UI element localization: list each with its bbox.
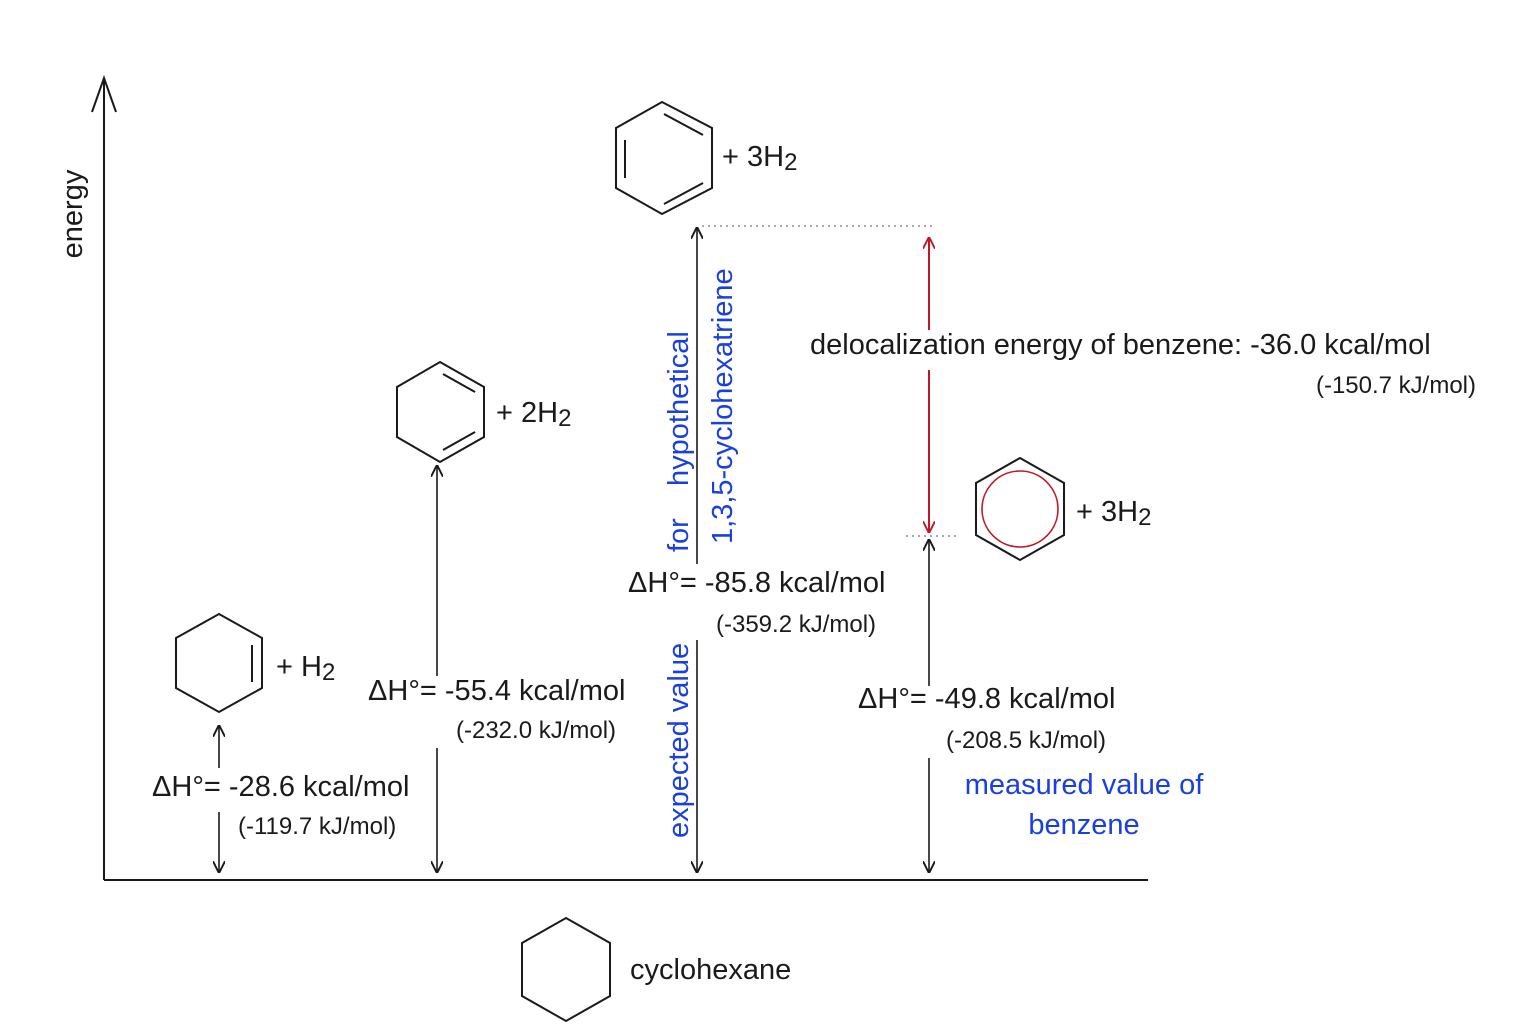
cyclohexene-kj-label: (-119.7 kJ/mol) (238, 813, 396, 840)
cyclohexane-label: cyclohexane (630, 954, 791, 986)
cyclohexene-structure (175, 612, 263, 714)
cyclohexatriene-structure (615, 100, 713, 216)
y-axis-label: energy (57, 169, 89, 258)
benzene-h2-label: + 3H2 (1076, 496, 1151, 531)
triene-dh-label: ΔH°= -85.8 kcal/mol (628, 567, 885, 599)
hypothetical-label: hypothetical (663, 331, 695, 486)
triene-kj-label: (-359.2 kJ/mol) (716, 611, 876, 638)
cyclohexene-h2-label: + H2 (276, 651, 335, 686)
cyclohexene-dh-label: ΔH°= -28.6 kcal/mol (152, 771, 409, 803)
cyclohexadiene-dh-label: ΔH°= -55.4 kcal/mol (368, 675, 625, 707)
cyclohexatriene-label: 1,3,5-cyclohexatriene (707, 268, 739, 544)
delocalization-kj-label: (-150.7 kJ/mol) (1316, 372, 1476, 399)
benzene-structure (975, 456, 1065, 562)
benzene-kj-label: (-208.5 kJ/mol) (946, 727, 1106, 754)
cyclohexadiene-kj-label: (-232.0 kJ/mol) (456, 717, 616, 744)
for-label: for (663, 518, 695, 552)
expected-value-label: expected value (663, 643, 695, 838)
y-axis (91, 74, 117, 880)
triene-h2-label: + 3H2 (722, 141, 797, 176)
benzene-dh-label: ΔH°= -49.8 kcal/mol (858, 683, 1115, 715)
benzene-measured-label: benzene (1028, 809, 1139, 841)
delocalization-label: delocalization energy of benzene: -36.0 … (810, 329, 1431, 361)
cyclohexane-structure (521, 916, 611, 1023)
cyclohexadiene-structure (396, 360, 485, 464)
measured-value-label: measured value of (965, 769, 1205, 801)
cyclohexadiene-h2-label: + 2H2 (496, 397, 571, 432)
